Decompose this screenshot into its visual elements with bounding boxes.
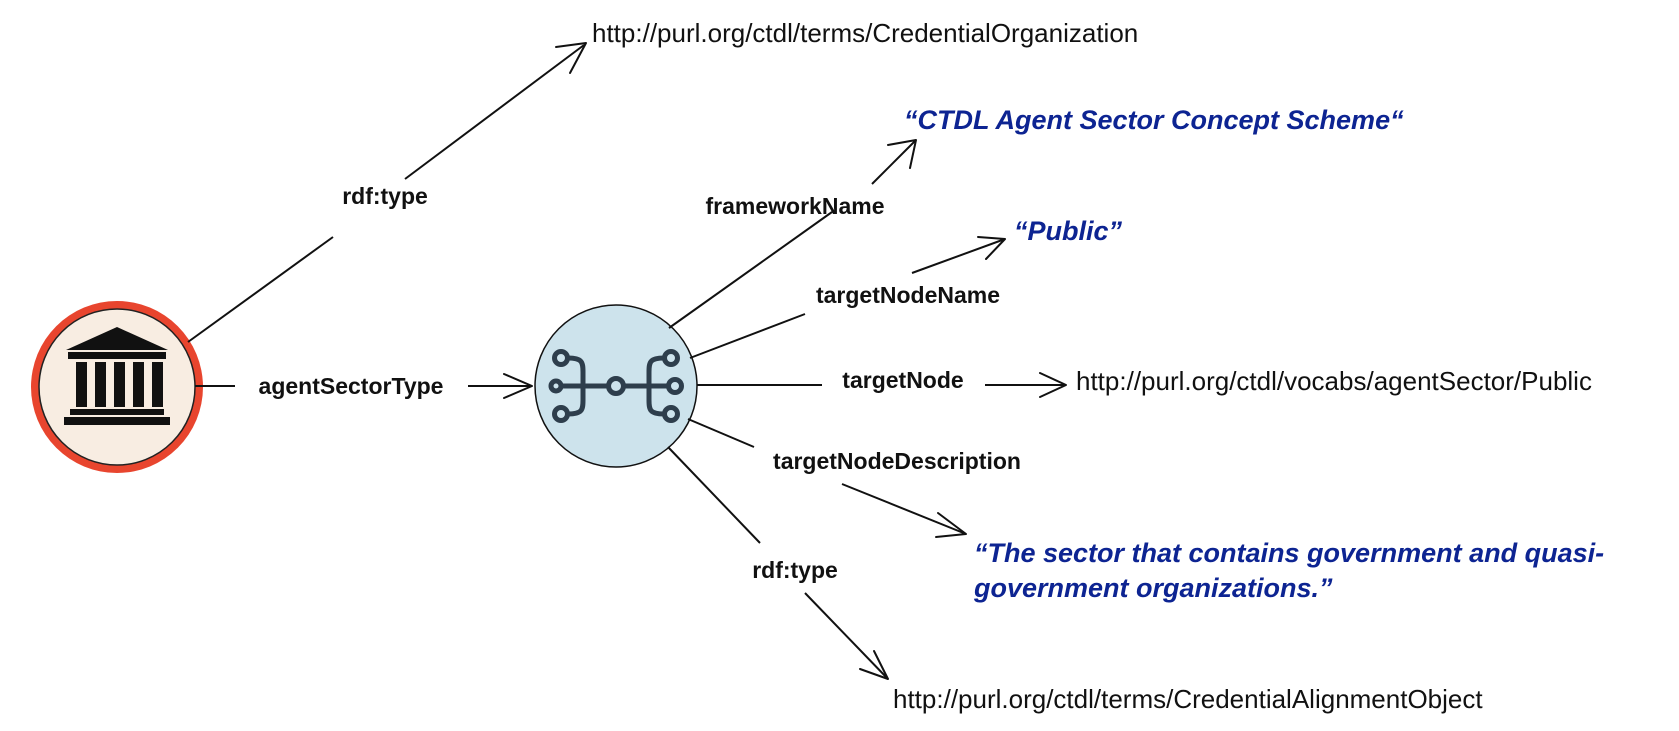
edge-label-agent-sector-type: agentSectorType [259,373,444,399]
edge-label-alignment-rdf-type: rdf:type [752,557,838,583]
edge-label-framework-name: frameworkName [706,193,885,219]
edge-target-node-name: targetNodeName [689,236,1006,359]
alignment-object-node [534,304,698,468]
target-node-description-literal-line1: “The sector that contains government and… [974,538,1604,568]
edge-label-target-node-name: targetNodeName [816,282,1000,308]
credential-organization-uri: http://purl.org/ctdl/terms/CredentialOrg… [592,18,1138,48]
target-node-description-literal-line2: government organizations.” [973,573,1333,603]
edge-framework-name: frameworkName [668,139,917,329]
edge-label-target-node: targetNode [842,367,963,393]
branching-tree-icon [548,349,684,423]
edge-target-node: targetNode [697,367,1067,398]
edge-alignment-rdf-type: rdf:type [667,446,889,680]
credential-alignment-object-uri: http://purl.org/ctdl/terms/CredentialAli… [893,684,1483,714]
target-node-name-literal: “Public” [1014,216,1123,246]
edge-agent-sector-type: agentSectorType [195,373,533,399]
edge-org-rdf-type: rdf:type [187,42,587,343]
target-node-uri: http://purl.org/ctdl/vocabs/agentSector/… [1076,366,1592,396]
edge-label-target-node-description: targetNodeDescription [773,448,1021,474]
framework-name-literal: “CTDL Agent Sector Concept Scheme“ [904,105,1404,135]
edge-target-node-description: targetNodeDescription [687,418,1021,538]
building-columns-icon [64,327,170,425]
organization-node [31,301,203,473]
edge-label-org-rdf-type: rdf:type [342,183,428,209]
